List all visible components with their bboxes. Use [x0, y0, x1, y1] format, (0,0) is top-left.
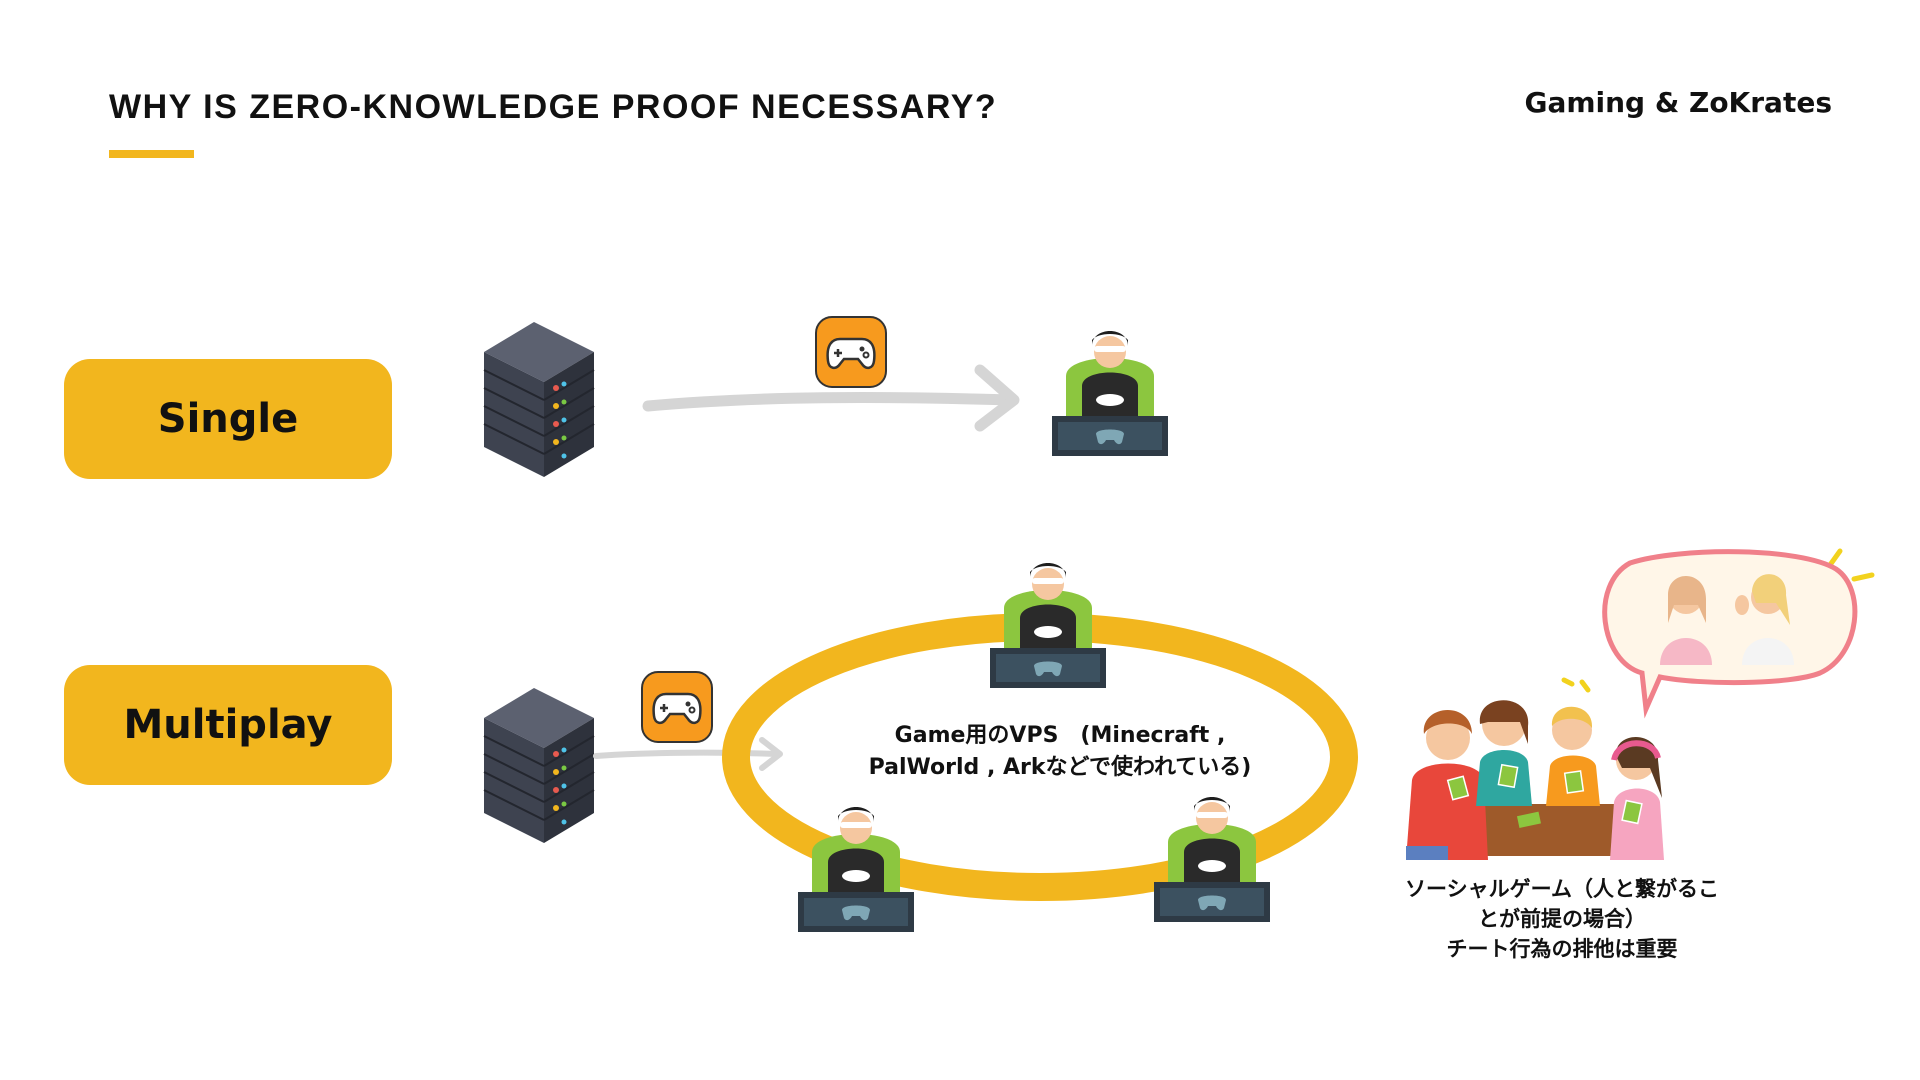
gamer-at-desk-icon [798, 807, 914, 932]
brand-label: Gaming & ZoKrates [1524, 86, 1832, 119]
social-caption-line: チート行為の排他は重要 [1446, 937, 1678, 961]
gamer-at-desk-icon [1154, 797, 1270, 922]
social-caption: ソーシャルゲーム（人と繋がるこ とが前提の場合） チート行為の排他は重要 [1392, 874, 1732, 964]
server-rack-icon [483, 688, 595, 843]
social-caption-line: とが前提の場合） [1478, 907, 1646, 931]
single-mode-pill: Single [64, 359, 392, 479]
slide-title: WHY IS ZERO-KNOWLEDGE PROOF NECESSARY? [109, 88, 998, 126]
social-caption-line: ソーシャルゲーム（人と繋がるこ [1405, 877, 1719, 901]
title-underline [109, 150, 194, 158]
arrow-right-icon [642, 364, 1020, 432]
gamer-at-desk-icon [990, 563, 1106, 688]
gamepad-icon [641, 671, 713, 743]
gamer-at-desk-icon [1052, 331, 1168, 456]
multiplay-mode-pill: Multiplay [64, 665, 392, 785]
arrow-right-icon [593, 737, 783, 771]
vps-caption-line: Game用のVPS (Minecraft , [894, 723, 1226, 748]
server-rack-icon [483, 322, 595, 477]
gossip-speech-bubble-illustration [1602, 548, 1875, 719]
children-playing-cards-illustration [1406, 677, 1664, 860]
gamepad-icon [815, 316, 887, 388]
vps-caption: Game用のVPS (Minecraft , PalWorld , Arkなどで… [820, 720, 1300, 784]
vps-caption-line: PalWorld , Arkなどで使われている) [868, 755, 1252, 780]
